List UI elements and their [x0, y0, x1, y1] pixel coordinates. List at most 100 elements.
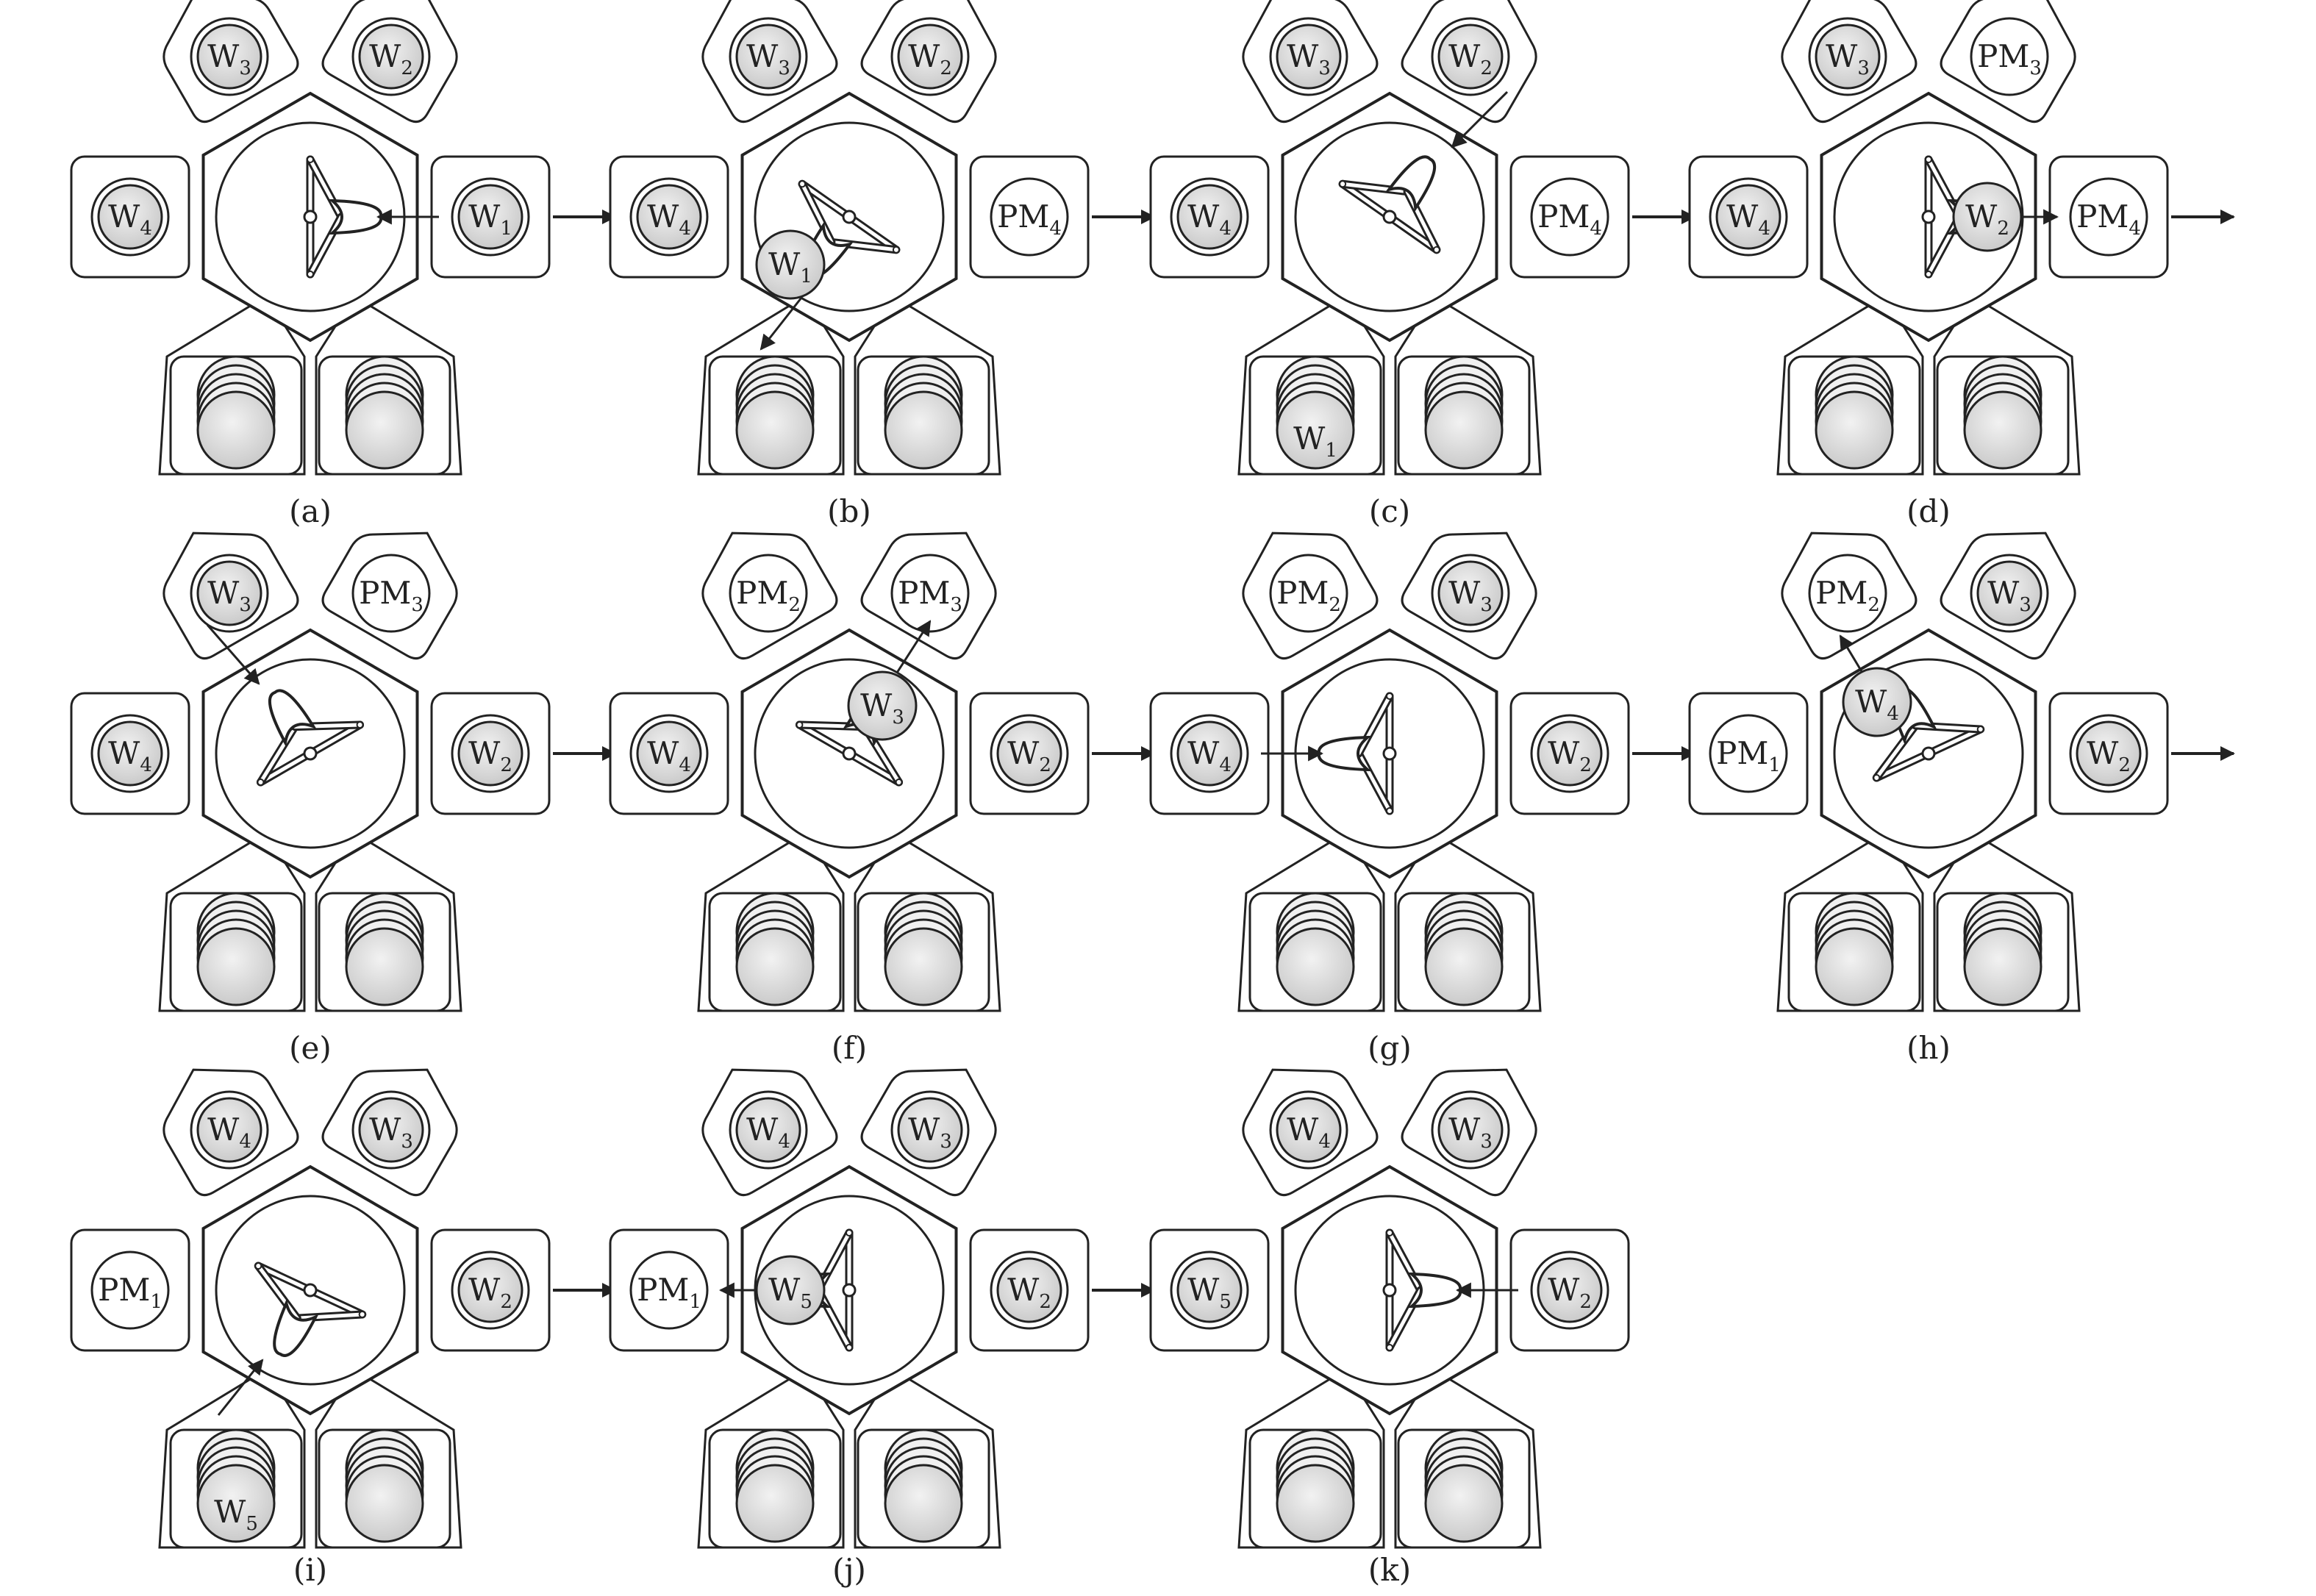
cassette-left [735, 355, 815, 470]
panel-caption: (a) [289, 493, 332, 529]
slot-upper-right-wafer [897, 1097, 963, 1163]
cassette-left [735, 892, 815, 1006]
slot-upper-right: PM3 [351, 554, 431, 633]
slot-right: W2 [990, 1250, 1069, 1330]
cassette-left [1815, 355, 1894, 470]
slot-upper-left-wafer [196, 1097, 262, 1163]
slot-upper-right-label: W3 [908, 1112, 952, 1153]
slot-upper-left-label: W3 [1826, 38, 1870, 79]
cassette-right-wafer-0 [1963, 927, 2042, 1006]
cassette-right-wafer-0 [1424, 390, 1504, 470]
cassette-left [196, 892, 276, 1006]
slot-left-wafer [1176, 1257, 1243, 1323]
slot-upper-right-wafer [897, 24, 963, 90]
floating-wafer-label: W3 [860, 687, 904, 729]
slot-upper-right: PM3 [1970, 17, 2049, 96]
slot-left: W5 [1170, 1250, 1249, 1330]
slot-right-label: W2 [1007, 735, 1051, 776]
slot-right-chamber [2069, 177, 2148, 257]
slot-upper-left-label: PM2 [736, 575, 801, 616]
cassette-left-wafer-0 [1815, 390, 1894, 470]
slot-left-wafer [1176, 184, 1243, 250]
cassette-left [1276, 1428, 1355, 1543]
slot-upper-right-label: W2 [908, 38, 952, 79]
slot-left-label: W4 [1726, 198, 1770, 240]
slot-right: W2 [1530, 714, 1609, 793]
floating-wafer-label: W1 [768, 246, 812, 287]
slot-right-label: W2 [1548, 1272, 1592, 1313]
floating-wafer [847, 670, 918, 741]
slot-upper-left-label: PM2 [1276, 575, 1341, 616]
cassette-right-wafer-0 [345, 927, 424, 1006]
slot-upper-left-wafer [196, 24, 262, 90]
slot-left-label: W4 [1187, 198, 1232, 240]
slot-upper-left: W4 [190, 1090, 269, 1170]
slot-upper-right-label: W3 [1448, 1112, 1493, 1153]
slot-left: W4 [629, 714, 709, 793]
cassette-left-wafer-0 [196, 927, 276, 1006]
floating-wafer [1842, 667, 1912, 737]
panel-caption: (j) [832, 1552, 866, 1588]
slot-left-label: W4 [108, 198, 152, 240]
slot-upper-right-label: W2 [1448, 38, 1493, 79]
slot-left-label: W4 [647, 198, 691, 240]
cassette-left [1276, 892, 1355, 1006]
slot-upper-right-chamber [351, 554, 431, 633]
panel-caption: (k) [1368, 1552, 1411, 1588]
slot-upper-left: W4 [1269, 1090, 1348, 1170]
cassette-right [345, 355, 424, 470]
slot-upper-right-wafer [1437, 24, 1504, 90]
slot-upper-right-wafer [1437, 560, 1504, 626]
transfer-arrow [217, 1359, 264, 1416]
slot-upper-right-chamber [1970, 17, 2049, 96]
cassette-left [1815, 892, 1894, 1006]
slot-left: W4 [90, 177, 170, 257]
cassette-left-wafer-0 [1276, 1464, 1355, 1543]
slot-right-label: W2 [468, 735, 512, 776]
floating-wafer-label: W5 [768, 1272, 812, 1313]
slot-left-chamber [629, 1250, 709, 1330]
cassette-right [884, 892, 963, 1006]
slot-upper-left-wafer [735, 24, 801, 90]
slot-right-label: PM4 [997, 198, 1062, 240]
slot-upper-left-chamber [1269, 554, 1348, 633]
slot-left-label: W4 [108, 735, 152, 776]
slot-left-wafer [1715, 184, 1781, 250]
slot-right: W2 [1530, 1250, 1609, 1330]
cassette-left-wafer-0 [1815, 927, 1894, 1006]
cassette-right-wafer-0 [884, 927, 963, 1006]
robot-arm [798, 179, 901, 279]
slot-upper-left-chamber [729, 554, 808, 633]
slot-upper-left: PM2 [1808, 554, 1887, 633]
slot-upper-left: PM2 [729, 554, 808, 633]
slot-left: W4 [1170, 714, 1249, 793]
slot-upper-left: W3 [729, 17, 808, 96]
cassette-left-wafer-0 [735, 1464, 815, 1543]
slot-left: W4 [90, 714, 170, 793]
slot-upper-right-label: W3 [1448, 575, 1493, 616]
slot-upper-left-wafer [1276, 1097, 1342, 1163]
slot-upper-right: W3 [1970, 554, 2049, 633]
cassette-right-wafer-0 [1963, 390, 2042, 470]
slot-left-label: W5 [1187, 1272, 1232, 1313]
slot-upper-left: W3 [1808, 17, 1887, 96]
slot-right-label: PM4 [1537, 198, 1602, 240]
slot-upper-left-label: W4 [1287, 1112, 1331, 1153]
slot-right-wafer [2076, 720, 2142, 787]
slot-left-chamber [1709, 714, 1788, 793]
slot-right-wafer [1537, 1257, 1603, 1323]
panel-caption: (c) [1369, 493, 1410, 529]
cassette-right [345, 892, 424, 1006]
slot-right-wafer [996, 1257, 1062, 1323]
slot-right-label: W1 [468, 198, 512, 240]
slot-right: PM4 [1530, 177, 1609, 257]
floating-wafer-label: W4 [1855, 684, 1899, 725]
cassette-right-wafer-0 [1424, 927, 1504, 1006]
